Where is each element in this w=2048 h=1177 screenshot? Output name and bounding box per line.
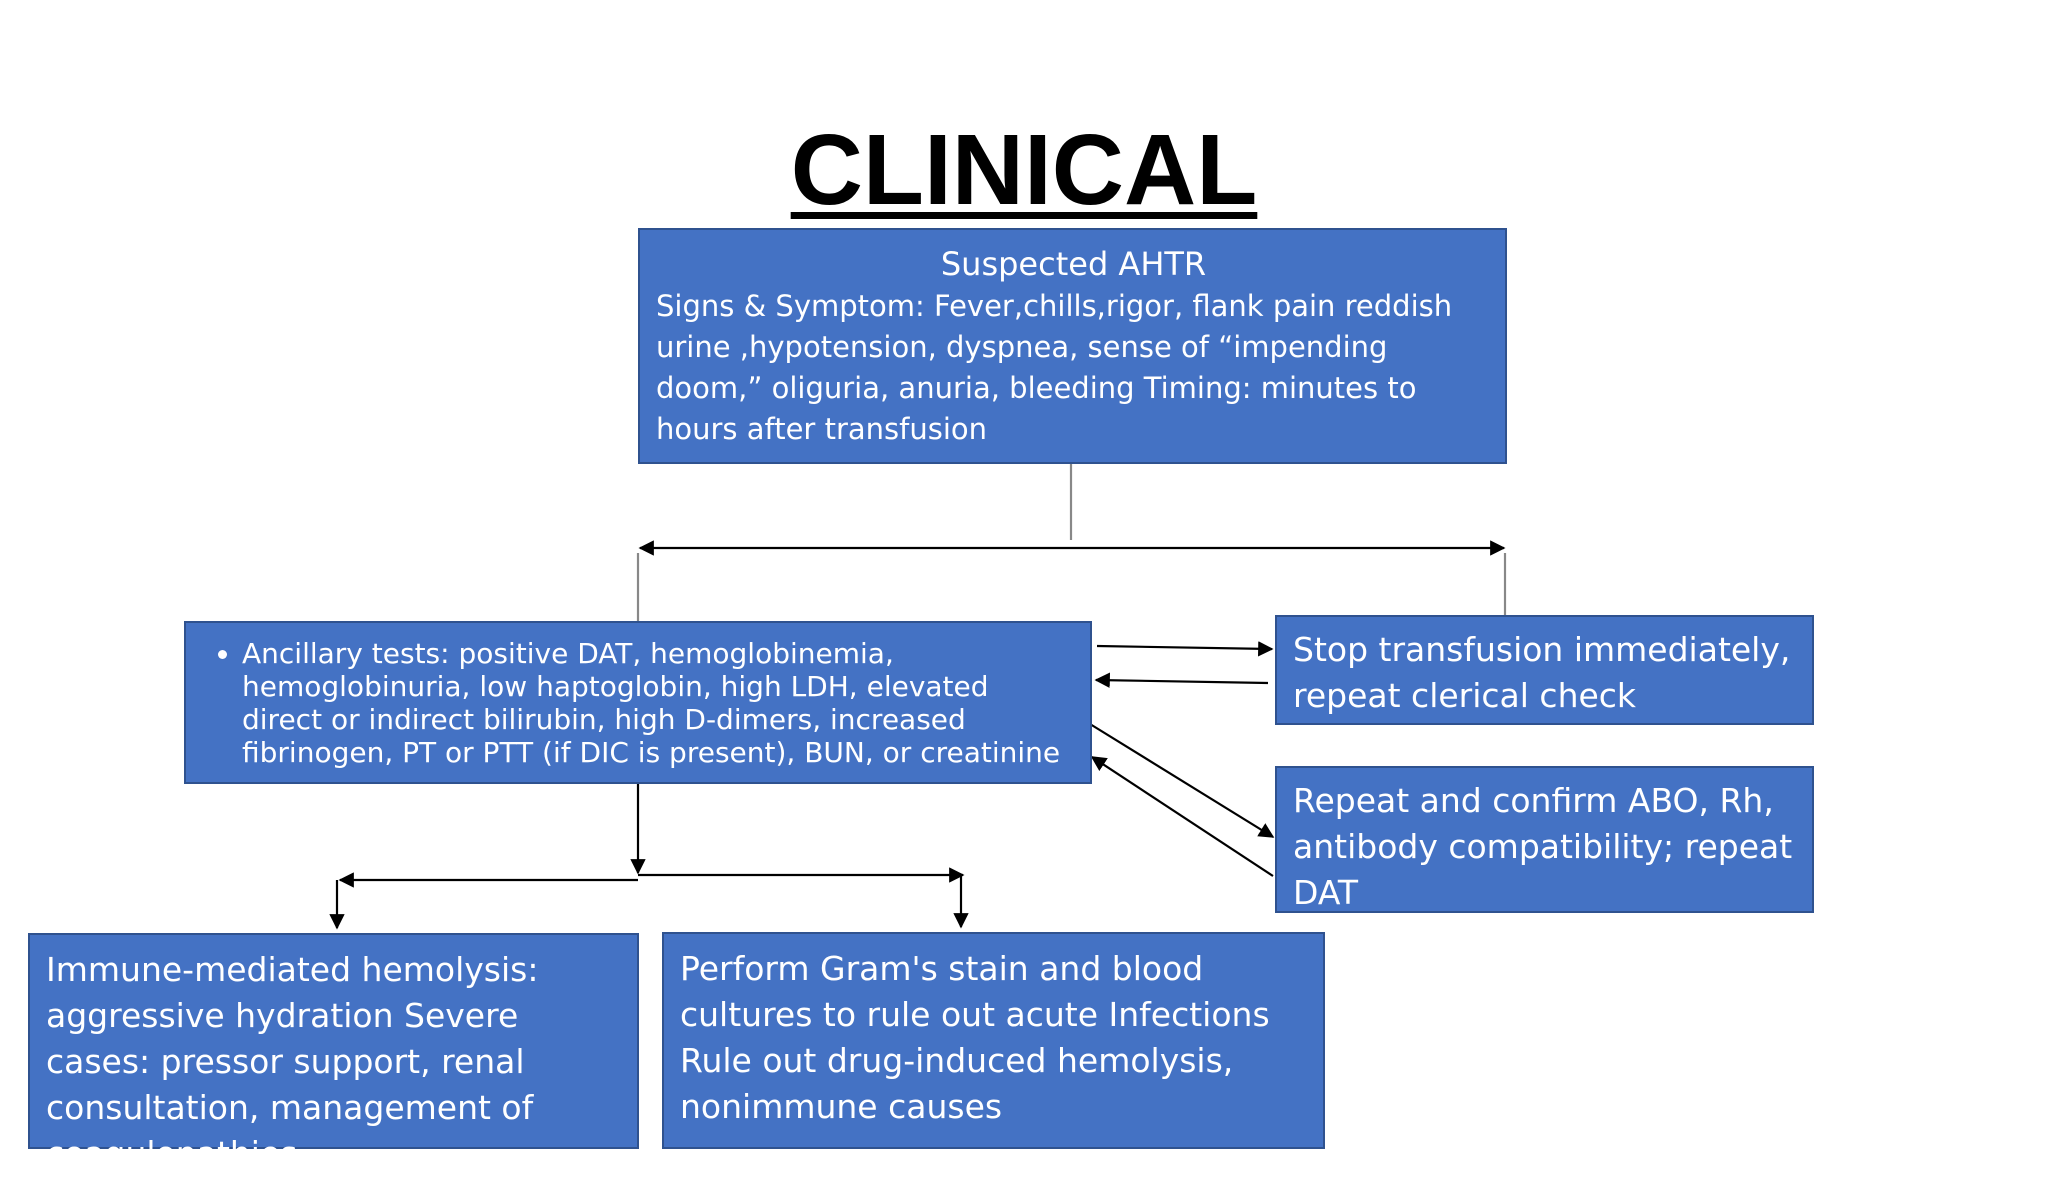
arrow-to-abo <box>1089 723 1275 838</box>
arrow-to-stop <box>1096 641 1274 657</box>
repeat-abo-box: Repeat and confirm ABO, Rh, antibody com… <box>1275 766 1814 913</box>
arrow-from-abo <box>1090 756 1274 877</box>
suspected-ahtr-heading: Suspected AHTR <box>940 245 1207 283</box>
suspected-ahtr-box: Suspected AHTR Signs & Symptom: Fever,ch… <box>638 228 1507 464</box>
immune-hemolysis-box: Immune-mediated hemolysis: aggressive hy… <box>28 933 639 1173</box>
ancillary-tests-list: Ancillary tests: positive DAT, hemoglobi… <box>200 637 1076 769</box>
ancillary-tests-item: Ancillary tests: positive DAT, hemoglobi… <box>242 637 1076 769</box>
page-title: CLINICAL <box>790 114 1258 226</box>
signs-symptoms-text: Signs & Symptom: Fever,chills,rigor, fla… <box>656 289 1453 446</box>
diagram-canvas: CLINICAL Suspected AHTR Signs & Symptom:… <box>0 0 2048 1152</box>
ancillary-tests-box: Ancillary tests: positive DAT, hemoglobi… <box>184 621 1092 784</box>
arrow-from-stop <box>1094 672 1269 688</box>
connectors-layer <box>329 464 1507 930</box>
stop-transfusion-box: Stop transfusion immediately, repeat cle… <box>1275 615 1814 725</box>
gram-stain-box: Perform Gram's stain and blood cultures … <box>662 932 1325 1149</box>
